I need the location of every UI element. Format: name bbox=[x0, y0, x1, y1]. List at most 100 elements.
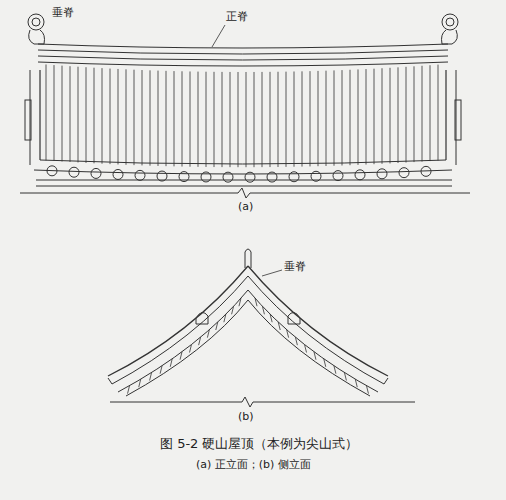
tile-stroke bbox=[214, 72, 215, 167]
tile-stroke bbox=[62, 66, 63, 162]
tile-stroke bbox=[350, 70, 351, 165]
tile-stroke bbox=[390, 68, 391, 164]
tile-stroke bbox=[398, 67, 399, 163]
tile-stroke bbox=[207, 330, 209, 338]
tile-stroke bbox=[238, 72, 239, 167]
tile-stroke bbox=[430, 65, 431, 161]
label-text: 正脊 bbox=[226, 10, 248, 23]
tile-stroke bbox=[206, 72, 207, 167]
tile-stroke bbox=[180, 352, 182, 360]
tile-stroke bbox=[287, 330, 289, 338]
tile-stroke bbox=[374, 69, 375, 165]
tile-stroke bbox=[102, 68, 103, 164]
drip-tile bbox=[311, 171, 321, 181]
tile-stroke bbox=[190, 345, 192, 353]
tile-stroke bbox=[314, 352, 316, 360]
tile-stroke bbox=[134, 70, 135, 165]
tile-stroke bbox=[142, 70, 143, 165]
drip-tile bbox=[113, 169, 123, 179]
tile-stroke bbox=[254, 72, 255, 167]
tile-stroke bbox=[110, 69, 111, 165]
tile-stroke bbox=[86, 67, 87, 163]
tile-stroke bbox=[216, 322, 218, 330]
tile-stroke bbox=[126, 69, 127, 164]
tile-stroke bbox=[222, 72, 223, 167]
tile-stroke bbox=[270, 72, 271, 167]
tile-stroke bbox=[94, 68, 95, 164]
tile-stroke bbox=[118, 69, 119, 165]
tile-stroke bbox=[278, 322, 280, 330]
tile-stroke bbox=[174, 71, 175, 166]
tile-stroke bbox=[366, 386, 368, 394]
tile-stroke bbox=[54, 65, 55, 161]
tile-stroke bbox=[334, 366, 336, 374]
drip-tile bbox=[201, 172, 211, 182]
tile-stroke bbox=[326, 71, 327, 166]
tile-stroke bbox=[170, 359, 172, 367]
tile-stroke bbox=[406, 67, 407, 163]
tile-stroke bbox=[262, 306, 264, 314]
tile-stroke bbox=[438, 65, 439, 161]
tile-stroke bbox=[190, 71, 191, 166]
tile-stroke bbox=[344, 373, 346, 381]
tile-stroke bbox=[78, 67, 79, 163]
tile-stroke bbox=[358, 69, 359, 164]
tile-stroke bbox=[342, 70, 343, 165]
tile-stroke bbox=[270, 314, 272, 322]
tile-stroke bbox=[255, 298, 257, 306]
tile-stroke bbox=[166, 71, 167, 166]
label-text: (a) 正立面；(b) 侧立面 bbox=[196, 458, 311, 471]
tile-stroke bbox=[46, 64, 47, 160]
front-elevation bbox=[20, 14, 470, 198]
tile-stroke bbox=[158, 71, 159, 166]
tile-stroke bbox=[382, 68, 383, 164]
drip-tile bbox=[245, 172, 255, 182]
drip-tile bbox=[289, 172, 299, 182]
drip-tile bbox=[399, 168, 409, 178]
tile-stroke bbox=[294, 71, 295, 166]
tile-stroke bbox=[150, 70, 151, 165]
tile-stroke bbox=[262, 72, 263, 167]
side-elevation bbox=[108, 249, 415, 407]
tile-stroke bbox=[366, 69, 367, 164]
tile-stroke bbox=[422, 66, 423, 162]
tile-stroke bbox=[239, 298, 241, 306]
drip-tile bbox=[179, 172, 189, 182]
drip-tile bbox=[355, 170, 365, 180]
tile-stroke bbox=[182, 71, 183, 166]
label-text: 垂脊 bbox=[284, 260, 306, 273]
tile-stroke bbox=[355, 379, 357, 387]
tile-stroke bbox=[160, 366, 162, 374]
tile-stroke bbox=[230, 72, 231, 167]
tile-stroke bbox=[224, 314, 226, 322]
tile-stroke bbox=[414, 66, 415, 162]
drip-tile bbox=[223, 172, 233, 182]
label-text: 图 5-2 硬山屋顶（本例为尖山式） bbox=[160, 436, 359, 452]
tile-stroke bbox=[295, 337, 297, 345]
tile-stroke bbox=[302, 71, 303, 166]
tile-stroke bbox=[305, 345, 307, 353]
drip-tile bbox=[267, 172, 277, 182]
drip-tile bbox=[377, 169, 387, 179]
tile-stroke bbox=[139, 379, 141, 387]
drip-tile bbox=[333, 171, 343, 181]
drip-tile bbox=[157, 171, 167, 181]
tile-stroke bbox=[246, 72, 247, 167]
tile-stroke bbox=[150, 373, 152, 381]
tile-stroke bbox=[199, 337, 201, 345]
tile-stroke bbox=[278, 72, 279, 167]
tile-stroke bbox=[318, 71, 319, 166]
label-text: (b) bbox=[238, 410, 254, 423]
tile-stroke bbox=[324, 359, 326, 367]
label-text: (a) bbox=[238, 200, 253, 213]
tile-stroke bbox=[334, 70, 335, 165]
tile-stroke bbox=[310, 71, 311, 166]
tile-stroke bbox=[198, 72, 199, 167]
drip-tile bbox=[91, 168, 101, 178]
tile-stroke bbox=[70, 66, 71, 162]
drip-tile bbox=[135, 170, 145, 180]
drip-tile bbox=[421, 166, 431, 176]
tile-stroke bbox=[232, 306, 234, 314]
